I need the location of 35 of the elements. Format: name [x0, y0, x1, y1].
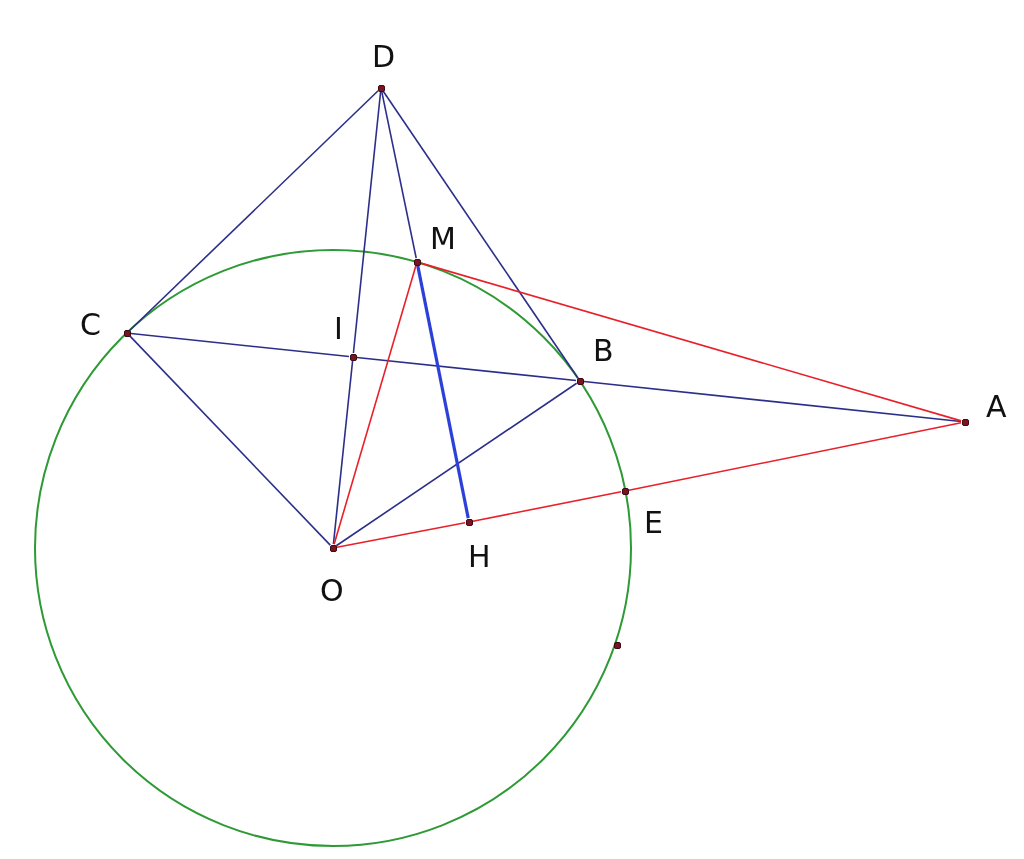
point-label: D [372, 40, 396, 74]
line-segment [130, 332, 350, 358]
line-segment [416, 265, 470, 519]
point-marker [123, 329, 131, 337]
point-label: A [986, 390, 1007, 424]
line-segment [628, 422, 962, 491]
line-segment [333, 265, 417, 545]
line-segment [128, 335, 332, 546]
line-segment [352, 91, 382, 354]
point-marker [465, 518, 473, 526]
point-label: E [644, 506, 663, 540]
point-marker [576, 377, 584, 385]
point-label: H [468, 540, 491, 574]
point-marker [613, 641, 621, 649]
line-segment [356, 356, 577, 382]
point-label: B [593, 334, 614, 368]
line-segment [472, 490, 622, 522]
point-marker [349, 353, 357, 361]
line-segment [332, 360, 354, 545]
line-segment [420, 262, 962, 422]
line-segment [381, 91, 417, 259]
point-label: O [320, 574, 344, 608]
point-label: I [334, 312, 343, 346]
point-label: M [430, 222, 456, 256]
point-marker [961, 418, 969, 426]
point-label: C [80, 308, 101, 342]
line-segment [335, 382, 578, 547]
point-marker [621, 487, 629, 495]
line-segment [583, 380, 962, 423]
line-segment [129, 90, 379, 332]
point-marker [377, 84, 385, 92]
line-segment [336, 521, 466, 549]
point-marker [329, 544, 337, 552]
point-marker [413, 258, 421, 266]
line-segment [382, 90, 579, 379]
